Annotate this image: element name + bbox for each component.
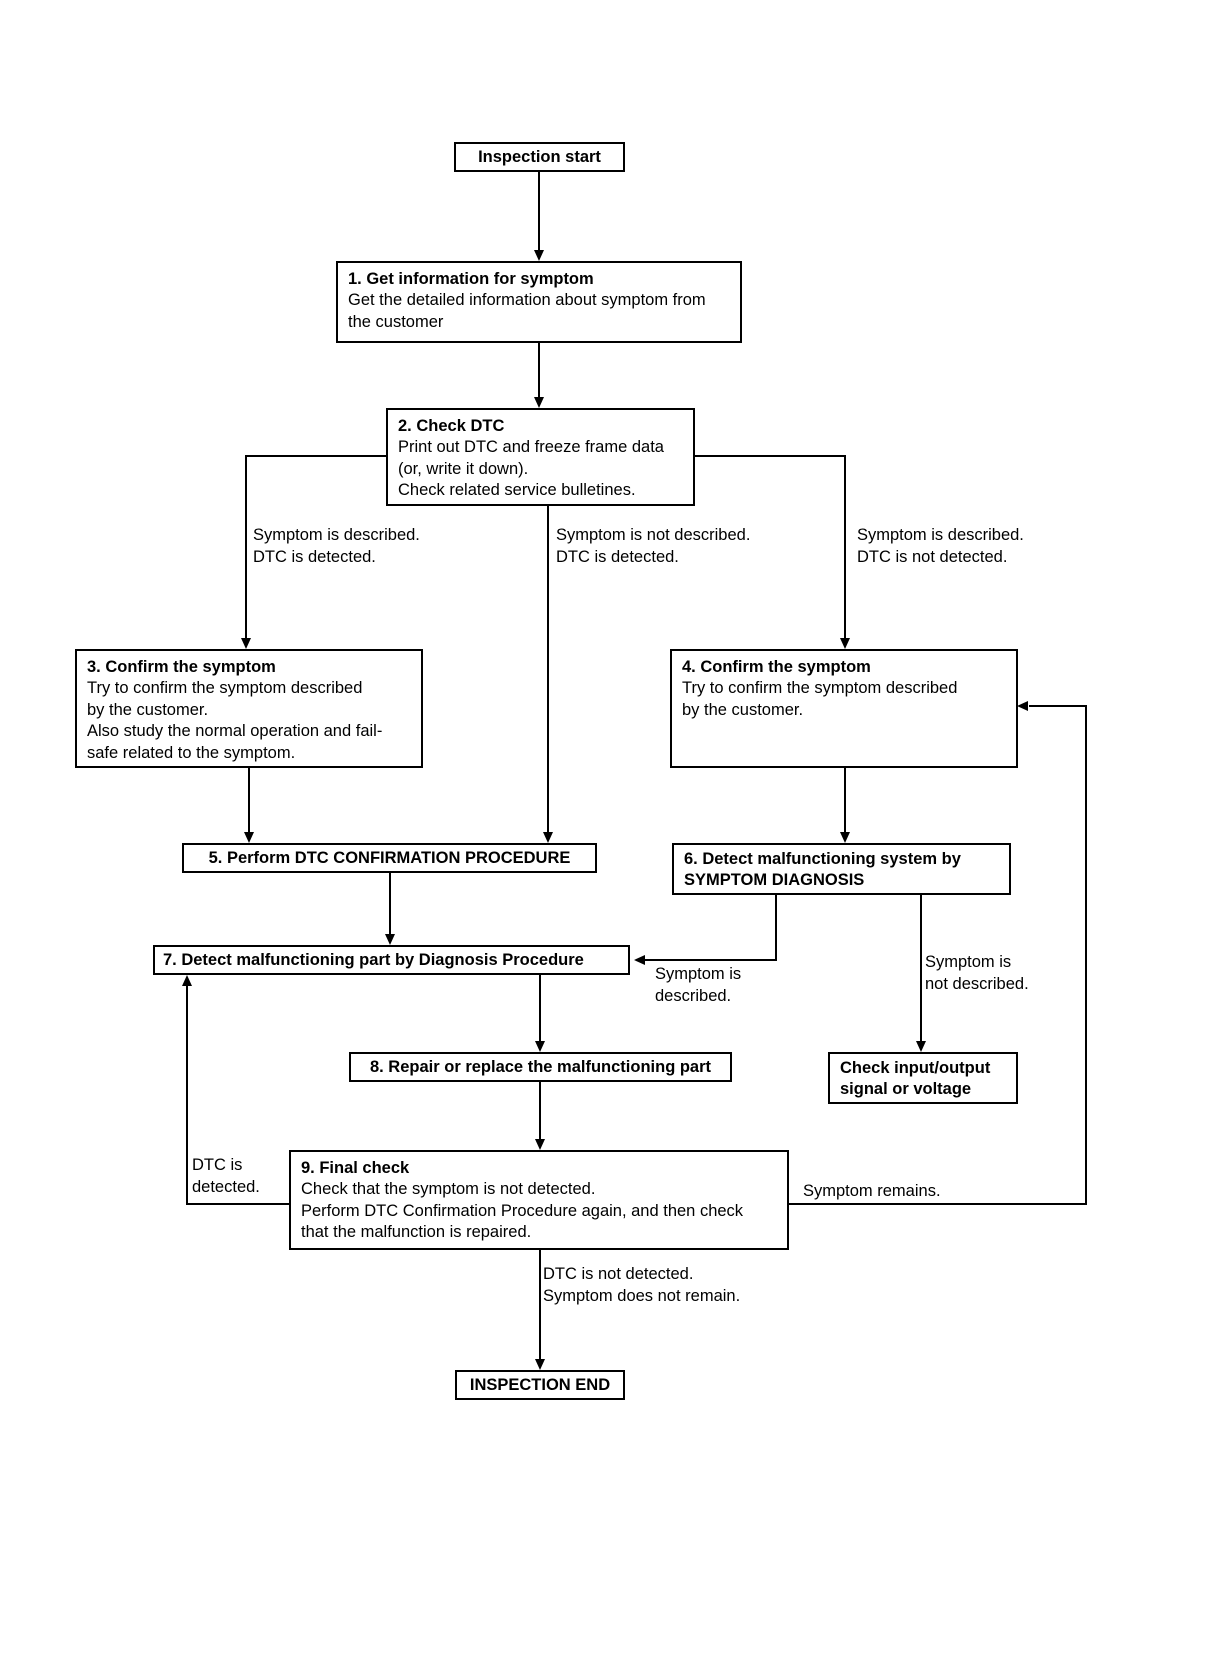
arrowhead-down <box>543 832 553 843</box>
node-body: signal or voltage <box>840 1080 972 1099</box>
arrowhead-down <box>840 832 850 843</box>
arrowhead-down <box>535 1359 545 1370</box>
edge-step9-to-step7-horizontal <box>186 1203 291 1205</box>
edge-label-dtc-detected: DTC is detected. <box>192 1156 260 1197</box>
node-title: 2. Check DTC <box>398 417 505 435</box>
node-step-3: 3. Confirm the symptom Try to confirm th… <box>75 649 423 768</box>
node-body: Get the detailed information about sympt… <box>348 291 706 331</box>
edge-step9-to-step4-horizontal-top <box>1029 705 1087 707</box>
node-check-input-output: Check input/output signal or voltage <box>828 1052 1018 1104</box>
node-title: 1. Get information for symptom <box>348 270 594 288</box>
edge-step9-to-step4-vertical <box>1085 705 1087 1205</box>
arrowhead-down <box>916 1041 926 1052</box>
node-step-5: 5. Perform DTC CONFIRMATION PROCEDURE <box>182 843 597 873</box>
edge-step9-to-step4-horizontal-bottom <box>787 1203 1087 1205</box>
edge-step1-to-step2 <box>538 343 540 397</box>
node-step-9: 9. Final check Check that the symptom is… <box>289 1150 789 1250</box>
edge-branch-right <box>844 455 846 638</box>
edge-branch-middle <box>547 506 549 832</box>
edge-branch-left <box>245 455 247 638</box>
edge-step4-to-step6 <box>844 768 846 832</box>
node-title: 8. Repair or replace the malfunctioning … <box>369 1058 712 1076</box>
arrowhead-down <box>241 638 251 649</box>
edge-step3-to-step5 <box>248 768 250 832</box>
node-title: 7. Detect malfunctioning part by Diagnos… <box>163 951 584 969</box>
node-title: Check input/output <box>840 1059 991 1077</box>
node-step-6: 6. Detect malfunctioning system by SYMPT… <box>672 843 1011 895</box>
edge-label-symptom-described: Symptom is described. <box>655 965 742 1006</box>
edge-label-left-branch: Symptom is described. DTC is detected. <box>253 526 420 567</box>
node-title: INSPECTION END <box>469 1376 611 1394</box>
node-title: 3. Confirm the symptom <box>87 658 276 676</box>
node-inspection-start: Inspection start <box>454 142 625 172</box>
node-inspection-end: INSPECTION END <box>455 1370 625 1400</box>
arrowhead-down <box>534 397 544 408</box>
node-step-1: 1. Get information for symptom Get the d… <box>336 261 742 343</box>
node-step-4: 4. Confirm the symptom Try to confirm th… <box>670 649 1018 768</box>
arrowhead-down <box>385 934 395 945</box>
node-body: Try to confirm the symptom described by … <box>87 679 383 762</box>
node-body: Try to confirm the symptom described by … <box>682 679 958 719</box>
arrowhead-down <box>534 250 544 261</box>
edge-step9-to-end <box>539 1250 541 1359</box>
arrowhead-down <box>840 638 850 649</box>
edge-step2-bus-left <box>245 455 388 457</box>
edge-step5-to-step7 <box>389 873 391 934</box>
edge-step6-to-check-io <box>920 895 922 1041</box>
edge-start-to-step1 <box>538 172 540 250</box>
edge-step2-bus-right <box>693 455 846 457</box>
node-title: 4. Confirm the symptom <box>682 658 871 676</box>
edge-label-right-branch: Symptom is described. DTC is not detecte… <box>857 526 1024 567</box>
arrowhead-up <box>182 975 192 986</box>
arrowhead-down <box>535 1041 545 1052</box>
node-title: 6. Detect malfunctioning system by <box>684 850 961 868</box>
node-step-7: 7. Detect malfunctioning part by Diagnos… <box>153 945 630 975</box>
edge-label-mid-branch: Symptom is not described. DTC is detecte… <box>556 526 751 567</box>
arrowhead-left <box>634 955 645 965</box>
edge-step8-to-step9 <box>539 1082 541 1139</box>
arrowhead-down <box>535 1139 545 1150</box>
edge-label-symptom-not-described: Symptom is not described. <box>925 953 1029 994</box>
edge-label-symptom-remains: Symptom remains. <box>803 1182 941 1200</box>
node-title: 5. Perform DTC CONFIRMATION PROCEDURE <box>208 849 571 867</box>
node-body: SYMPTOM DIAGNOSIS <box>684 871 865 890</box>
edge-step6-to-step7-horizontal <box>645 959 777 961</box>
edge-label-final-ok: DTC is not detected. Symptom does not re… <box>543 1265 741 1306</box>
node-step-2: 2. Check DTC Print out DTC and freeze fr… <box>386 408 695 506</box>
node-title: 9. Final check <box>301 1159 410 1177</box>
edge-step6-to-step7-vertical <box>775 895 777 961</box>
edge-step7-to-step8 <box>539 975 541 1041</box>
arrowhead-left <box>1017 701 1028 711</box>
node-step-8: 8. Repair or replace the malfunctioning … <box>349 1052 732 1082</box>
node-body: Check that the symptom is not detected. … <box>301 1180 744 1242</box>
node-body: Print out DTC and freeze frame data (or,… <box>398 438 664 500</box>
arrowhead-down <box>244 832 254 843</box>
node-title: Inspection start <box>478 148 601 166</box>
edge-step9-to-step7-vertical <box>186 986 188 1205</box>
